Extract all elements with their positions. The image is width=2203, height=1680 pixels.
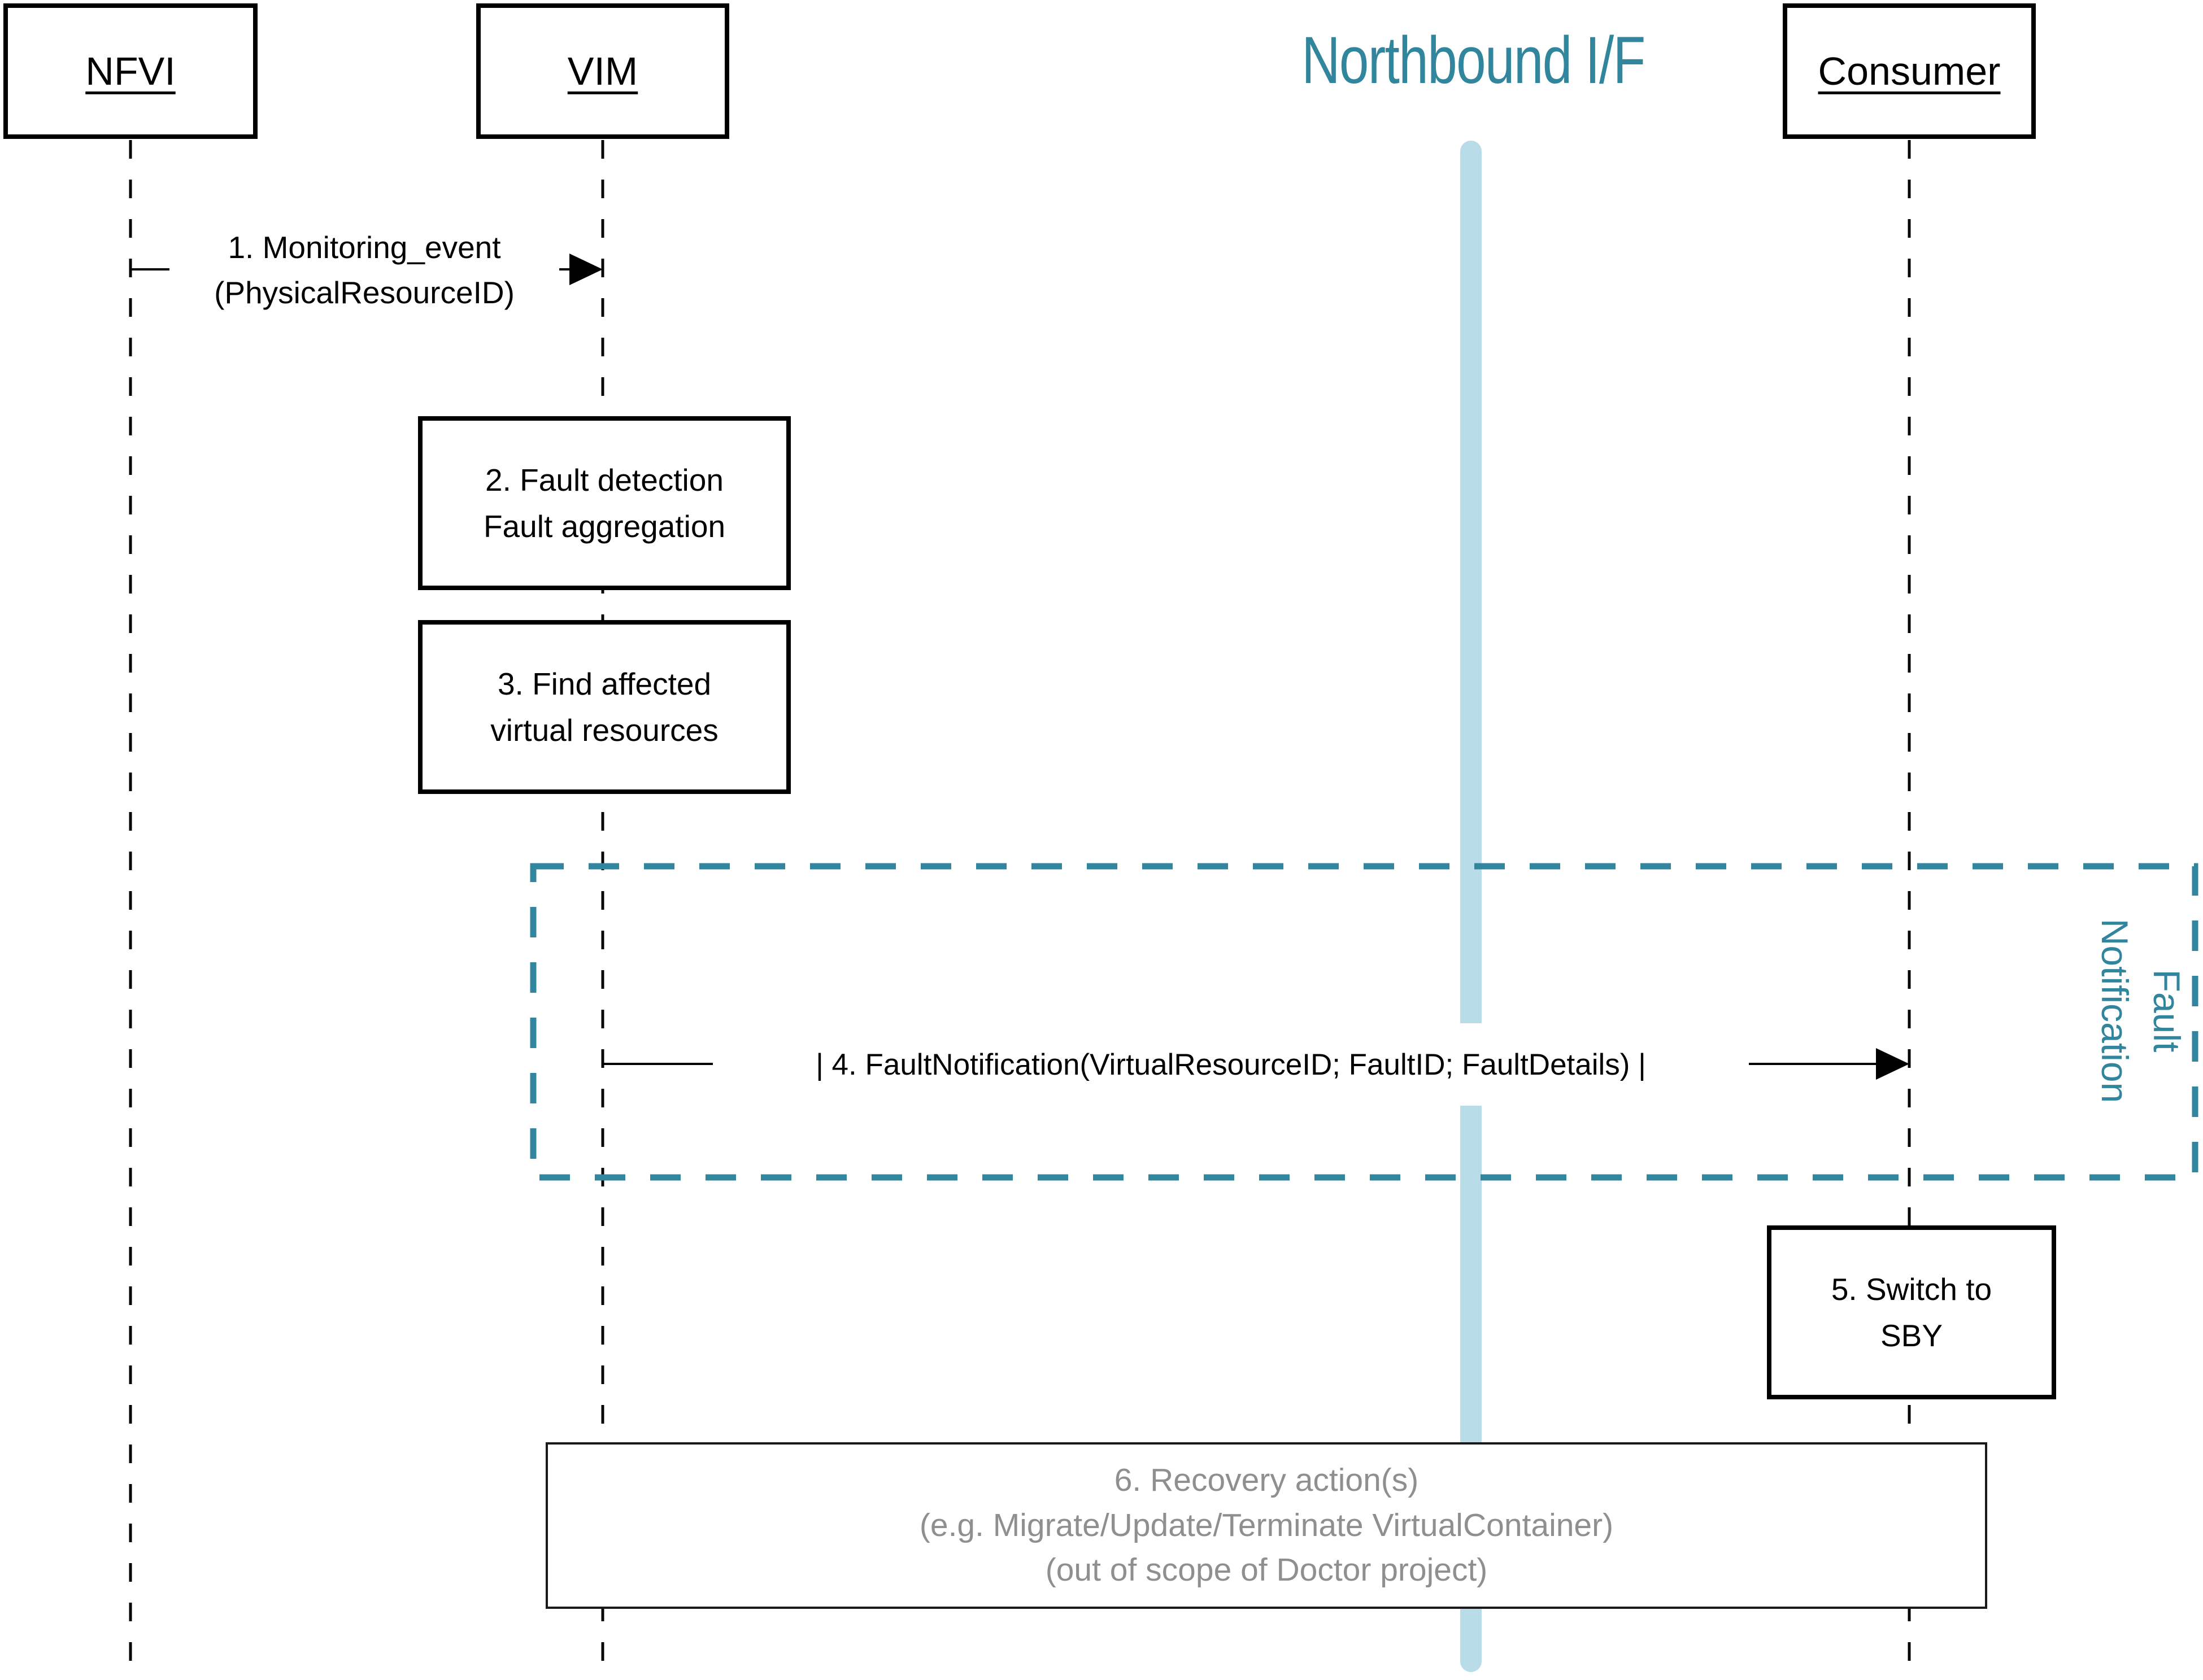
fault-notification-frame [530, 863, 2198, 1181]
actor-label-consumer: Consumer [1818, 49, 2001, 93]
find-affected-line1: 3. Find affected [497, 666, 712, 701]
fault-detection-line1: 2. Fault detection [485, 462, 724, 498]
fault-detection-line2: Fault aggregation [483, 509, 726, 544]
activity-box-recovery: 6. Recovery action(s) (e.g. Migrate/Upda… [546, 1442, 1987, 1609]
message4-label: | 4. FaultNotification(VirtualResourceID… [713, 1023, 1749, 1106]
find-affected-line2: virtual resources [490, 713, 719, 748]
activity-box-fault-detection: 2. Fault detection Fault aggregation [418, 416, 791, 590]
message1-text-line1: 1. Monitoring_event [228, 230, 501, 265]
message1-label: 1. Monitoring_event (PhysicalResourceID) [169, 223, 559, 318]
actor-label-nfvi: NFVI [85, 49, 176, 93]
frame-label-line2: Notification [2094, 918, 2136, 1103]
activity-box-find-affected: 3. Find affected virtual resources [418, 620, 791, 794]
message1-arrowhead [569, 254, 603, 285]
recovery-line3: (out of scope of Doctor project) [1045, 1552, 1488, 1589]
frame-label-line1: Fault [2146, 969, 2188, 1053]
northbound-interface-band [1460, 141, 1482, 1672]
message4-arrowhead [1876, 1048, 1909, 1080]
recovery-line2: (e.g. Migrate/Update/Terminate VirtualCo… [919, 1507, 1614, 1543]
actor-label-vim: VIM [567, 49, 638, 93]
message1-text-line2: (PhysicalResourceID) [214, 275, 515, 310]
fault-notification-frame-label: Fault Notification [2084, 757, 2197, 1265]
actor-box-nfvi: NFVI [3, 3, 258, 139]
message4-text: | 4. FaultNotification(VirtualResourceID… [816, 1048, 1646, 1081]
recovery-line1: 6. Recovery action(s) [1114, 1461, 1419, 1498]
northbound-interface-title: Northbound I/F [1301, 23, 1645, 98]
actor-box-consumer: Consumer [1783, 3, 2036, 139]
actor-box-vim: VIM [476, 3, 729, 139]
activity-box-switch-to-sby: 5. Switch to SBY [1767, 1225, 2056, 1399]
switch-to-sby-line2: SBY [1880, 1318, 1943, 1353]
switch-to-sby-line1: 5. Switch to [1831, 1271, 1992, 1307]
